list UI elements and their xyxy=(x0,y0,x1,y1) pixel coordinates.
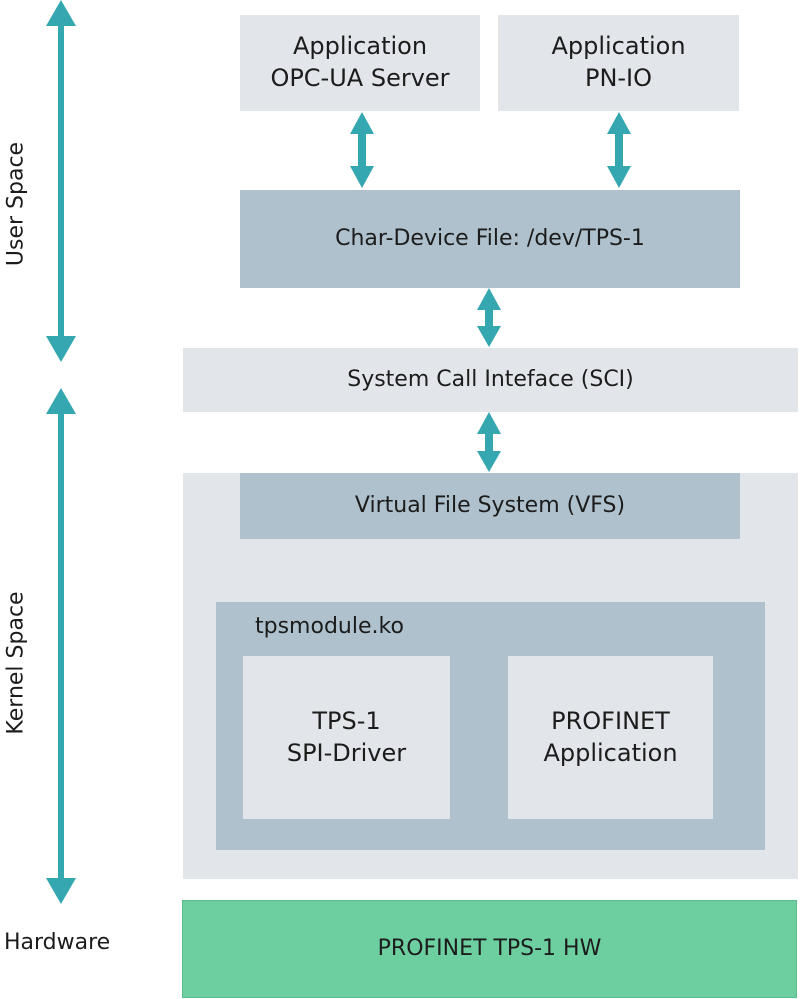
user-space-arrow xyxy=(46,0,76,362)
sci-vfs-arrow xyxy=(477,412,501,472)
sci-label: System Call Inteface (SCI) xyxy=(347,367,634,393)
kernel-space-arrow xyxy=(46,388,76,904)
app-pnio-box: Application PN-IO xyxy=(498,15,739,111)
profinet-app-line1: PROFINET xyxy=(551,706,670,735)
hardware-box-label: PROFINET TPS-1 HW xyxy=(377,936,602,962)
profinet-app-box: PROFINET Application xyxy=(508,656,713,819)
app-pnio-line1: Application xyxy=(551,32,686,61)
app-pnio-line2: PN-IO xyxy=(584,64,653,92)
app-opcua-box: Application OPC-UA Server xyxy=(240,15,480,111)
vfs-label: Virtual File System (VFS) xyxy=(354,493,626,519)
sci-box: System Call Inteface (SCI) xyxy=(183,348,798,412)
spi-driver-box: TPS-1 SPI-Driver xyxy=(243,656,450,819)
char-device-label: Char-Device File: /dev/TPS-1 xyxy=(335,226,645,252)
spi-driver-line2: SPI-Driver xyxy=(286,738,407,767)
char-device-box: Char-Device File: /dev/TPS-1 xyxy=(240,190,740,288)
hardware-box: PROFINET TPS-1 HW xyxy=(182,900,797,998)
app-opcua-line2: OPC-UA Server xyxy=(270,64,450,92)
hardware-label: Hardware xyxy=(4,930,111,955)
vfs-box: Virtual File System (VFS) xyxy=(240,473,740,539)
chardev-sci-arrow xyxy=(477,288,501,347)
tpsmodule-label: tpsmodule.ko xyxy=(255,614,404,639)
pnio-chardev-arrow xyxy=(607,112,631,188)
opcua-chardev-arrow xyxy=(350,112,374,188)
spi-driver-line1: TPS-1 xyxy=(312,706,381,735)
profinet-app-line2: Application xyxy=(543,738,678,767)
app-opcua-line1: Application xyxy=(292,32,428,61)
